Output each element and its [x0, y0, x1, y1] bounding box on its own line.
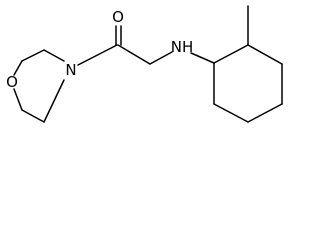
bond-ch2-nh: [149, 51, 173, 65]
bond-ring-c4-c5: [247, 103, 283, 123]
bond-ring-c1-c2: [213, 44, 249, 64]
bond-n-carbonyl-carbon: [77, 44, 118, 66]
bond-ring-c2-c3: [247, 44, 283, 65]
bond-c-c-lower: [21, 109, 45, 123]
bond-ring-c5-c6: [213, 103, 249, 123]
bond-c-c-left: [13, 60, 23, 76]
acyl-chain: [77, 25, 173, 66]
bond-c-c-upper: [21, 49, 45, 62]
carbonyl-oxygen-label: O: [112, 8, 124, 26]
amine-nitrogen-label: NH: [171, 38, 194, 56]
bond-nh-ring-carbon: [190, 52, 215, 64]
ring-oxygen-label: O: [6, 73, 18, 91]
cyclohexane-ring: [190, 5, 283, 123]
chemical-structure: O N NH O: [6, 5, 283, 123]
morpholine-ring: [13, 49, 65, 123]
bond-carbonyl-ch2: [117, 44, 151, 65]
bond-c-n-lower-right: [43, 79, 65, 123]
bond-n-c-upper-right: [43, 49, 65, 62]
bond-o-c-lower-left: [13, 88, 23, 111]
amide-nitrogen-label: N: [65, 61, 76, 79]
